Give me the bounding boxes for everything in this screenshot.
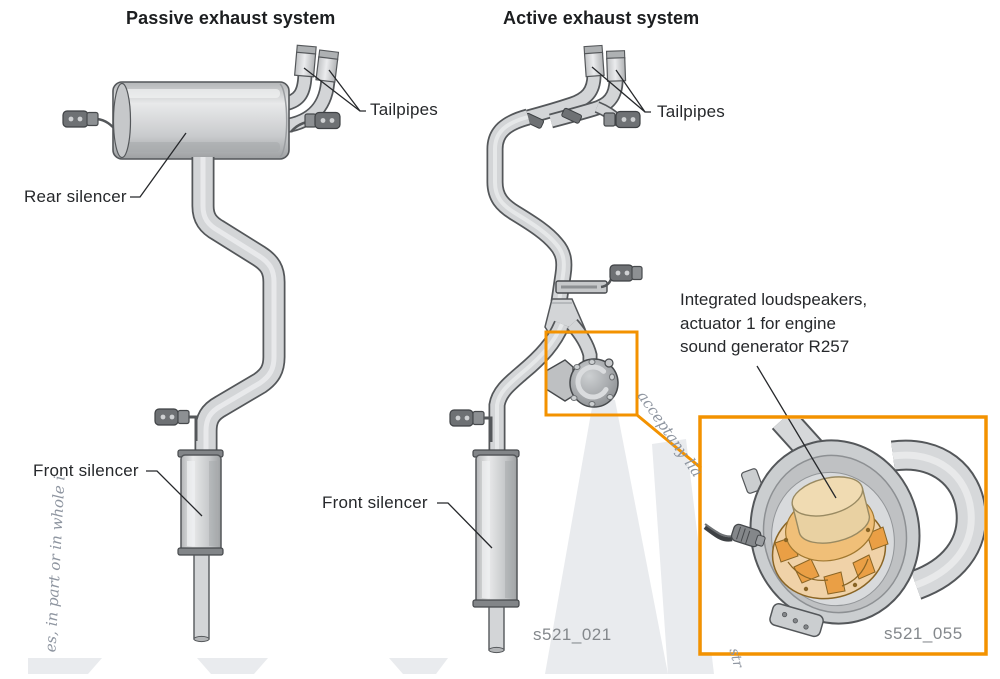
active-exhaust-drawing [449,44,643,654]
passive-tailpipes-label: Tailpipes [370,100,438,119]
passive-front-silencer-label: Front silencer [33,461,139,480]
active-system-title: Active exhaust system [503,8,700,28]
note-leader-line [756,365,837,499]
inset-figure-code: s521_055 [884,624,963,643]
rear-silencer-label: Rear silencer [24,187,127,206]
passive-system-title: Passive exhaust system [126,8,336,28]
main-figure-code: s521_021 [533,625,612,644]
loudspeaker-note: Integrated loudspeakers, actuator 1 for … [680,290,868,356]
loudspeaker-inset [636,365,988,656]
active-front-silencer-label: Front silencer [322,493,428,512]
passive-exhaust-drawing [62,44,341,643]
highlight-box [544,330,639,417]
inset-border [698,415,988,656]
leader-lines [130,66,651,549]
active-tailpipes-label: Tailpipes [657,102,725,121]
inset-connector-line [636,413,702,470]
